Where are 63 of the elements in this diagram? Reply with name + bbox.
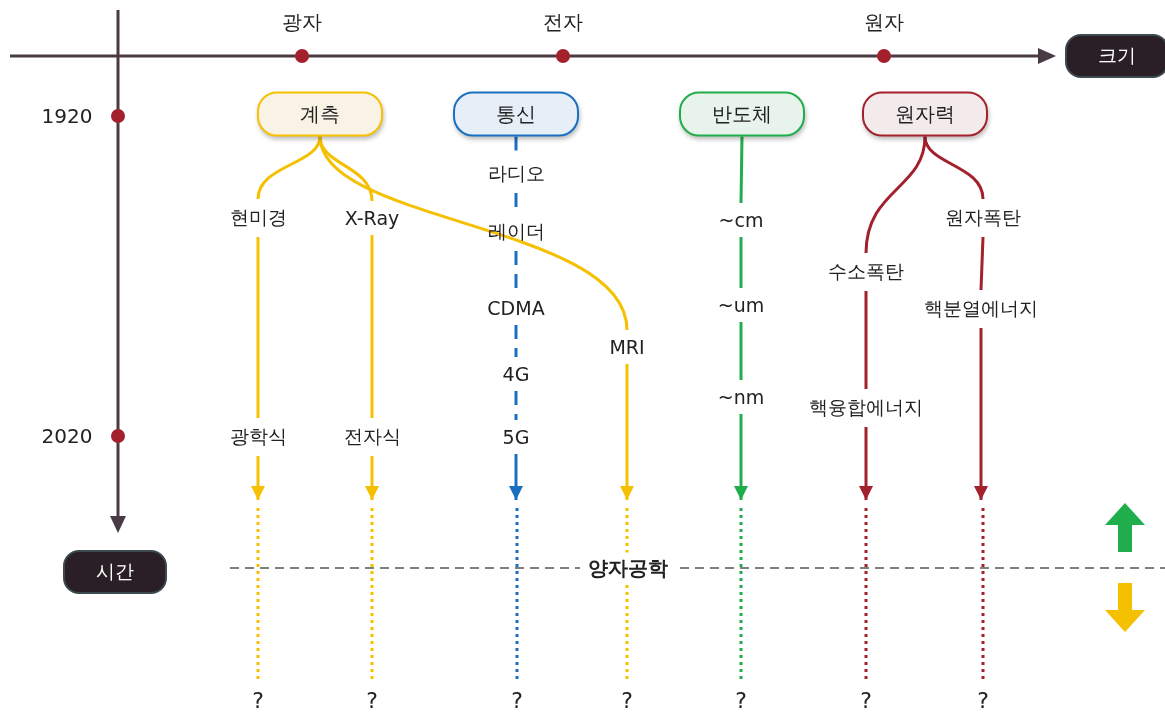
dotted-line bbox=[739, 508, 743, 682]
milestone-text: 현미경 bbox=[224, 199, 292, 237]
milestone-text: ~nm bbox=[712, 380, 770, 414]
connector-line bbox=[318, 136, 629, 331]
milestone-text: 라디오 bbox=[482, 155, 550, 193]
dotted-line bbox=[864, 508, 868, 682]
connector-line bbox=[514, 251, 518, 291]
arrow bbox=[974, 328, 988, 500]
connector-line bbox=[256, 136, 322, 200]
category-pill: 통신 bbox=[453, 91, 579, 137]
question-mark: ? bbox=[730, 681, 752, 717]
milestone-text: CDMA bbox=[482, 291, 550, 325]
connector-line bbox=[739, 322, 743, 380]
question-mark: ? bbox=[247, 681, 269, 717]
milestone-text: 핵분열에너지 bbox=[919, 290, 1043, 328]
arrow bbox=[734, 414, 748, 500]
milestone-text: ~cm bbox=[713, 203, 769, 237]
connector-line bbox=[864, 136, 927, 254]
milestone-text: ~um bbox=[712, 288, 770, 322]
connector-line bbox=[979, 236, 985, 291]
question-mark: ? bbox=[855, 681, 877, 717]
milestone-text: X-Ray bbox=[339, 201, 405, 235]
milestone-text: 핵융합에너지 bbox=[804, 389, 928, 427]
milestone-text: 4G bbox=[497, 357, 535, 391]
dotted-line bbox=[625, 508, 629, 682]
arrow bbox=[620, 364, 634, 500]
dotted-line bbox=[370, 508, 374, 682]
dotted-line bbox=[981, 508, 985, 682]
axis-label-pill: 시간 bbox=[63, 550, 167, 594]
axis-tick-label: 전자 bbox=[543, 8, 583, 36]
milestone-text: 광학식 bbox=[224, 418, 292, 456]
connector-line bbox=[923, 136, 985, 200]
connector-line bbox=[739, 136, 744, 204]
dotted-line bbox=[515, 508, 519, 682]
category-pill: 계측 bbox=[257, 91, 383, 137]
milestone-text: 레이더 bbox=[482, 213, 550, 251]
question-mark: ? bbox=[361, 681, 383, 717]
axis-label-pill: 크기 bbox=[1065, 34, 1165, 78]
connector-line bbox=[370, 235, 374, 418]
axis-tick-label: 원자 bbox=[864, 8, 904, 36]
question-mark: ? bbox=[972, 681, 994, 717]
year-label: 2020 bbox=[41, 424, 93, 448]
connector-line bbox=[514, 325, 518, 357]
milestone-text: 5G bbox=[497, 420, 535, 454]
category-pill: 원자력 bbox=[862, 91, 988, 137]
arrow bbox=[859, 427, 873, 500]
year-label: 1920 bbox=[41, 104, 93, 128]
milestone-text: MRI bbox=[604, 330, 650, 364]
axis-tick-label: 광자 bbox=[282, 8, 322, 36]
connector-line bbox=[739, 237, 743, 288]
category-pill: 반도체 bbox=[679, 91, 805, 137]
dotted-line bbox=[256, 508, 260, 682]
arrow bbox=[251, 456, 265, 500]
connector-line bbox=[256, 237, 260, 418]
milestone-text: 원자폭탄 bbox=[940, 199, 1026, 237]
connector-line bbox=[514, 391, 518, 420]
milestone-text: 수소폭탄 bbox=[823, 253, 909, 291]
arrow bbox=[509, 454, 523, 500]
arrow bbox=[365, 456, 379, 500]
milestone-text: 전자식 bbox=[338, 418, 406, 456]
connector-line bbox=[864, 291, 868, 389]
question-mark: ? bbox=[506, 681, 528, 717]
question-mark: ? bbox=[616, 681, 638, 717]
